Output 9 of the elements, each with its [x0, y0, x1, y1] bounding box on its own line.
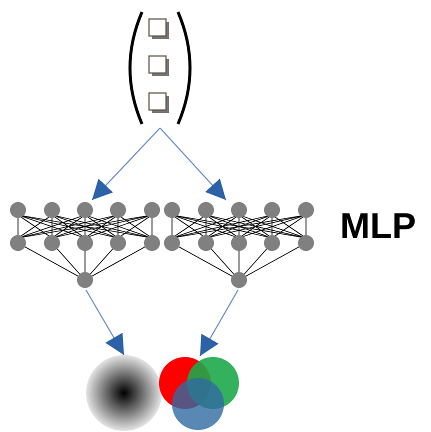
arrow — [92, 128, 160, 200]
arrow — [160, 128, 226, 200]
neural-network-drawing — [8, 200, 162, 290]
arrow — [199, 290, 239, 356]
arrow — [85, 290, 125, 356]
overlapping-circles-drawing — [158, 354, 240, 432]
network-label: MLP — [340, 208, 416, 244]
neural-network-drawing — [162, 200, 316, 290]
gradient-sphere-drawing — [84, 355, 164, 432]
